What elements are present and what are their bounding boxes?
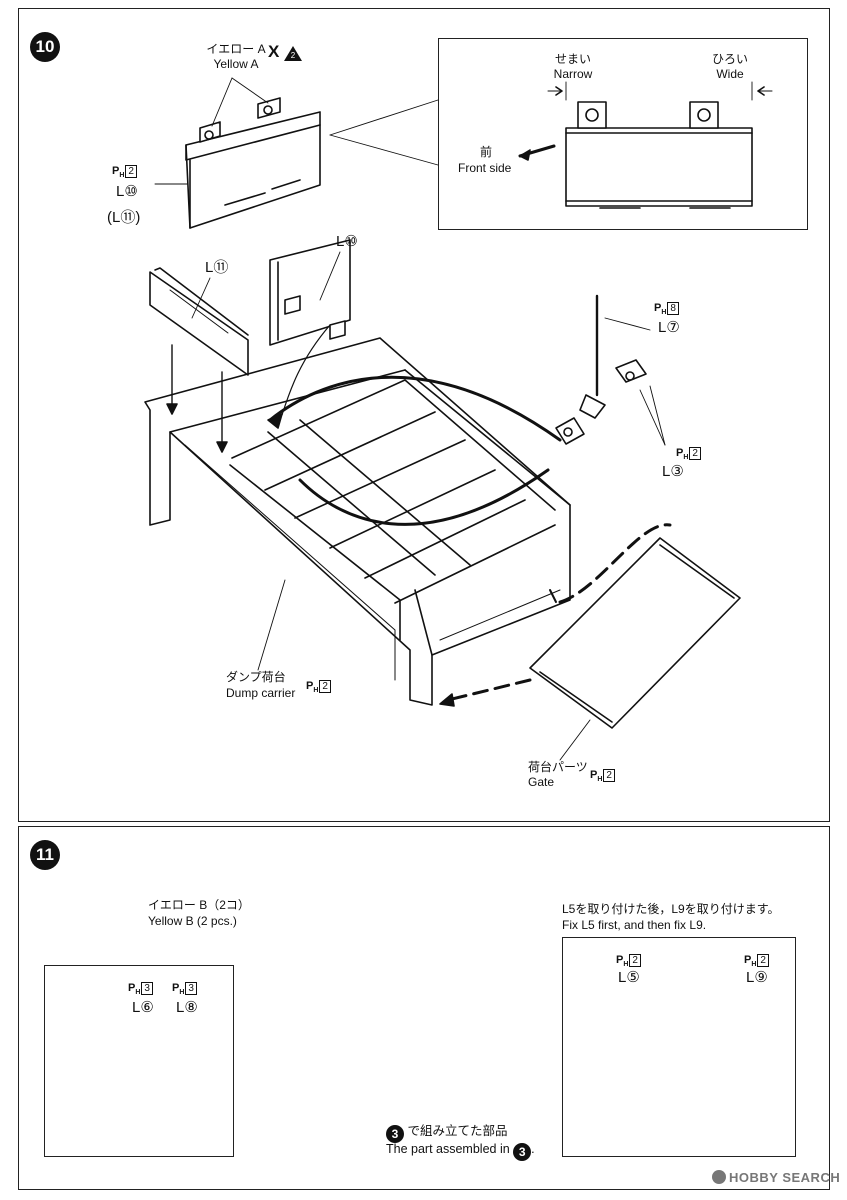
ph-count-l6: 3 — [141, 982, 153, 995]
wide-label-jp: ひろい — [711, 52, 748, 66]
step-3-badge-en: 3 — [513, 1143, 532, 1161]
part-l10-label: L⑩ — [336, 233, 358, 250]
assembled-note-en: The part assembled in 3. — [386, 1142, 535, 1161]
assembled-period: . — [531, 1142, 535, 1156]
ph-count-l8: 3 — [185, 982, 197, 995]
part-l11-alt: (L⑪) — [107, 209, 141, 226]
paint-code-number: 2 — [290, 51, 296, 60]
gate-label-en: Gate — [528, 775, 555, 789]
part-l8-label: L⑧ — [176, 999, 198, 1016]
ph-count-gate: 2 — [603, 769, 615, 782]
assembled-note-jp: 3 で組み立てた部品 — [386, 1124, 508, 1143]
yellow-b-label-jp: イエロー B（2コ） — [148, 898, 250, 912]
assembled-text-jp: で組み立てた部品 — [407, 1124, 508, 1138]
fix-note-jp: L5を取り付けた後，L9を取り付けます。 — [562, 902, 780, 916]
step-10-number: 10 — [30, 32, 60, 62]
ph-count-l7: 8 — [667, 302, 679, 315]
narrow-label-en: Narrow — [553, 67, 593, 81]
ph-count-l9: 2 — [757, 954, 769, 967]
fix-note-en: Fix L5 first, and then fix L9. — [562, 918, 707, 932]
front-label-jp: 前 — [480, 145, 493, 159]
part-l7-label: L⑦ — [658, 319, 680, 336]
part-l5-label: L⑤ — [618, 969, 640, 986]
wide-label-en: Wide — [716, 67, 744, 81]
step-3-badge: 3 — [386, 1125, 404, 1143]
gate-label-jp: 荷台パーツ — [528, 760, 588, 774]
front-label-en: Front side — [458, 161, 512, 175]
step-11-panel — [18, 826, 830, 1190]
dump-carrier-label-jp: ダンプ荷台 — [226, 670, 286, 684]
paint-mark-x: X — [268, 42, 280, 61]
part-l9-label: L⑨ — [746, 969, 768, 986]
step-11-number: 11 — [30, 840, 60, 870]
yellow-b-label-en: Yellow B (2 pcs.) — [148, 914, 237, 928]
right-detail-inset — [562, 937, 796, 1157]
paint-code-triangle-icon — [284, 46, 302, 61]
part-l11-label: L⑪ — [205, 259, 229, 276]
part-l10-top: L⑩ — [116, 183, 138, 200]
assembled-text-en: The part assembled in — [386, 1142, 510, 1156]
watermark-logo-icon — [712, 1170, 726, 1184]
part-l3-label: L③ — [662, 463, 684, 480]
ph-count-l5: 2 — [629, 954, 641, 967]
ph-count-l3: 2 — [689, 447, 701, 460]
narrow-label-jp: せまい — [554, 52, 591, 66]
yellow-a-label-en: Yellow A — [213, 57, 259, 71]
ph-count-top: 2 — [125, 165, 137, 178]
part-l6-label: L⑥ — [132, 999, 154, 1016]
dump-carrier-label-en: Dump carrier — [226, 686, 296, 700]
yellow-a-label-jp: イエロー A — [206, 42, 266, 56]
left-detail-inset — [44, 965, 234, 1157]
ph-count-dump: 2 — [319, 680, 331, 693]
watermark: HOBBY SEARCH — [712, 1170, 840, 1185]
watermark-text: HOBBY SEARCH — [729, 1170, 841, 1185]
